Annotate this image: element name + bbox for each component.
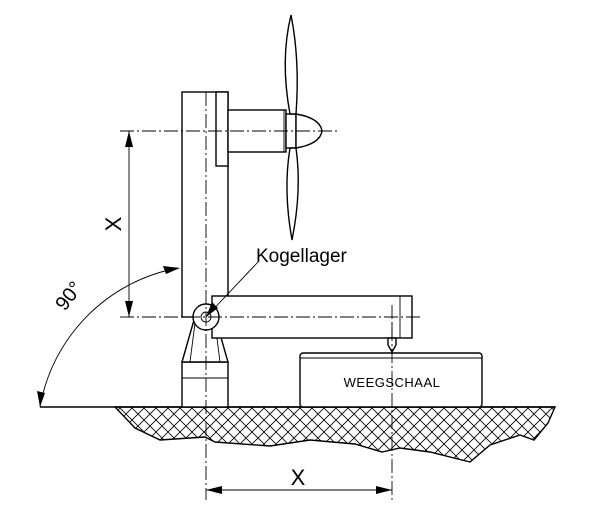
ground-hatched bbox=[113, 406, 557, 463]
bearing-leader-arrow bbox=[206, 302, 218, 317]
horizontal-arm bbox=[211, 295, 413, 339]
cone-facet-left bbox=[189, 322, 196, 363]
angle-arrow-top bbox=[163, 266, 180, 274]
dim-horizontal-label: X bbox=[291, 465, 306, 490]
dim-horizontal-arrow-right bbox=[376, 486, 392, 494]
propeller-blade-lower bbox=[286, 147, 299, 241]
pedestal-base bbox=[181, 361, 229, 408]
propeller-blade-upper bbox=[284, 14, 298, 115]
dim-vertical-arrow-bottom bbox=[125, 301, 133, 317]
scale-label: WEEGSCHAAL bbox=[344, 375, 441, 390]
angle-arrow-bottom bbox=[37, 391, 45, 407]
angle-arc bbox=[39, 267, 179, 408]
dim-horizontal-arrow-left bbox=[206, 486, 222, 494]
weighing-scale bbox=[299, 352, 483, 408]
dim-vertical-label: X bbox=[101, 216, 126, 231]
dim-vertical-arrow-top bbox=[125, 131, 133, 147]
angle-label: 90° bbox=[51, 278, 87, 315]
motor-mount-plate bbox=[215, 91, 229, 167]
bearing-label: Kogellager bbox=[256, 246, 348, 267]
